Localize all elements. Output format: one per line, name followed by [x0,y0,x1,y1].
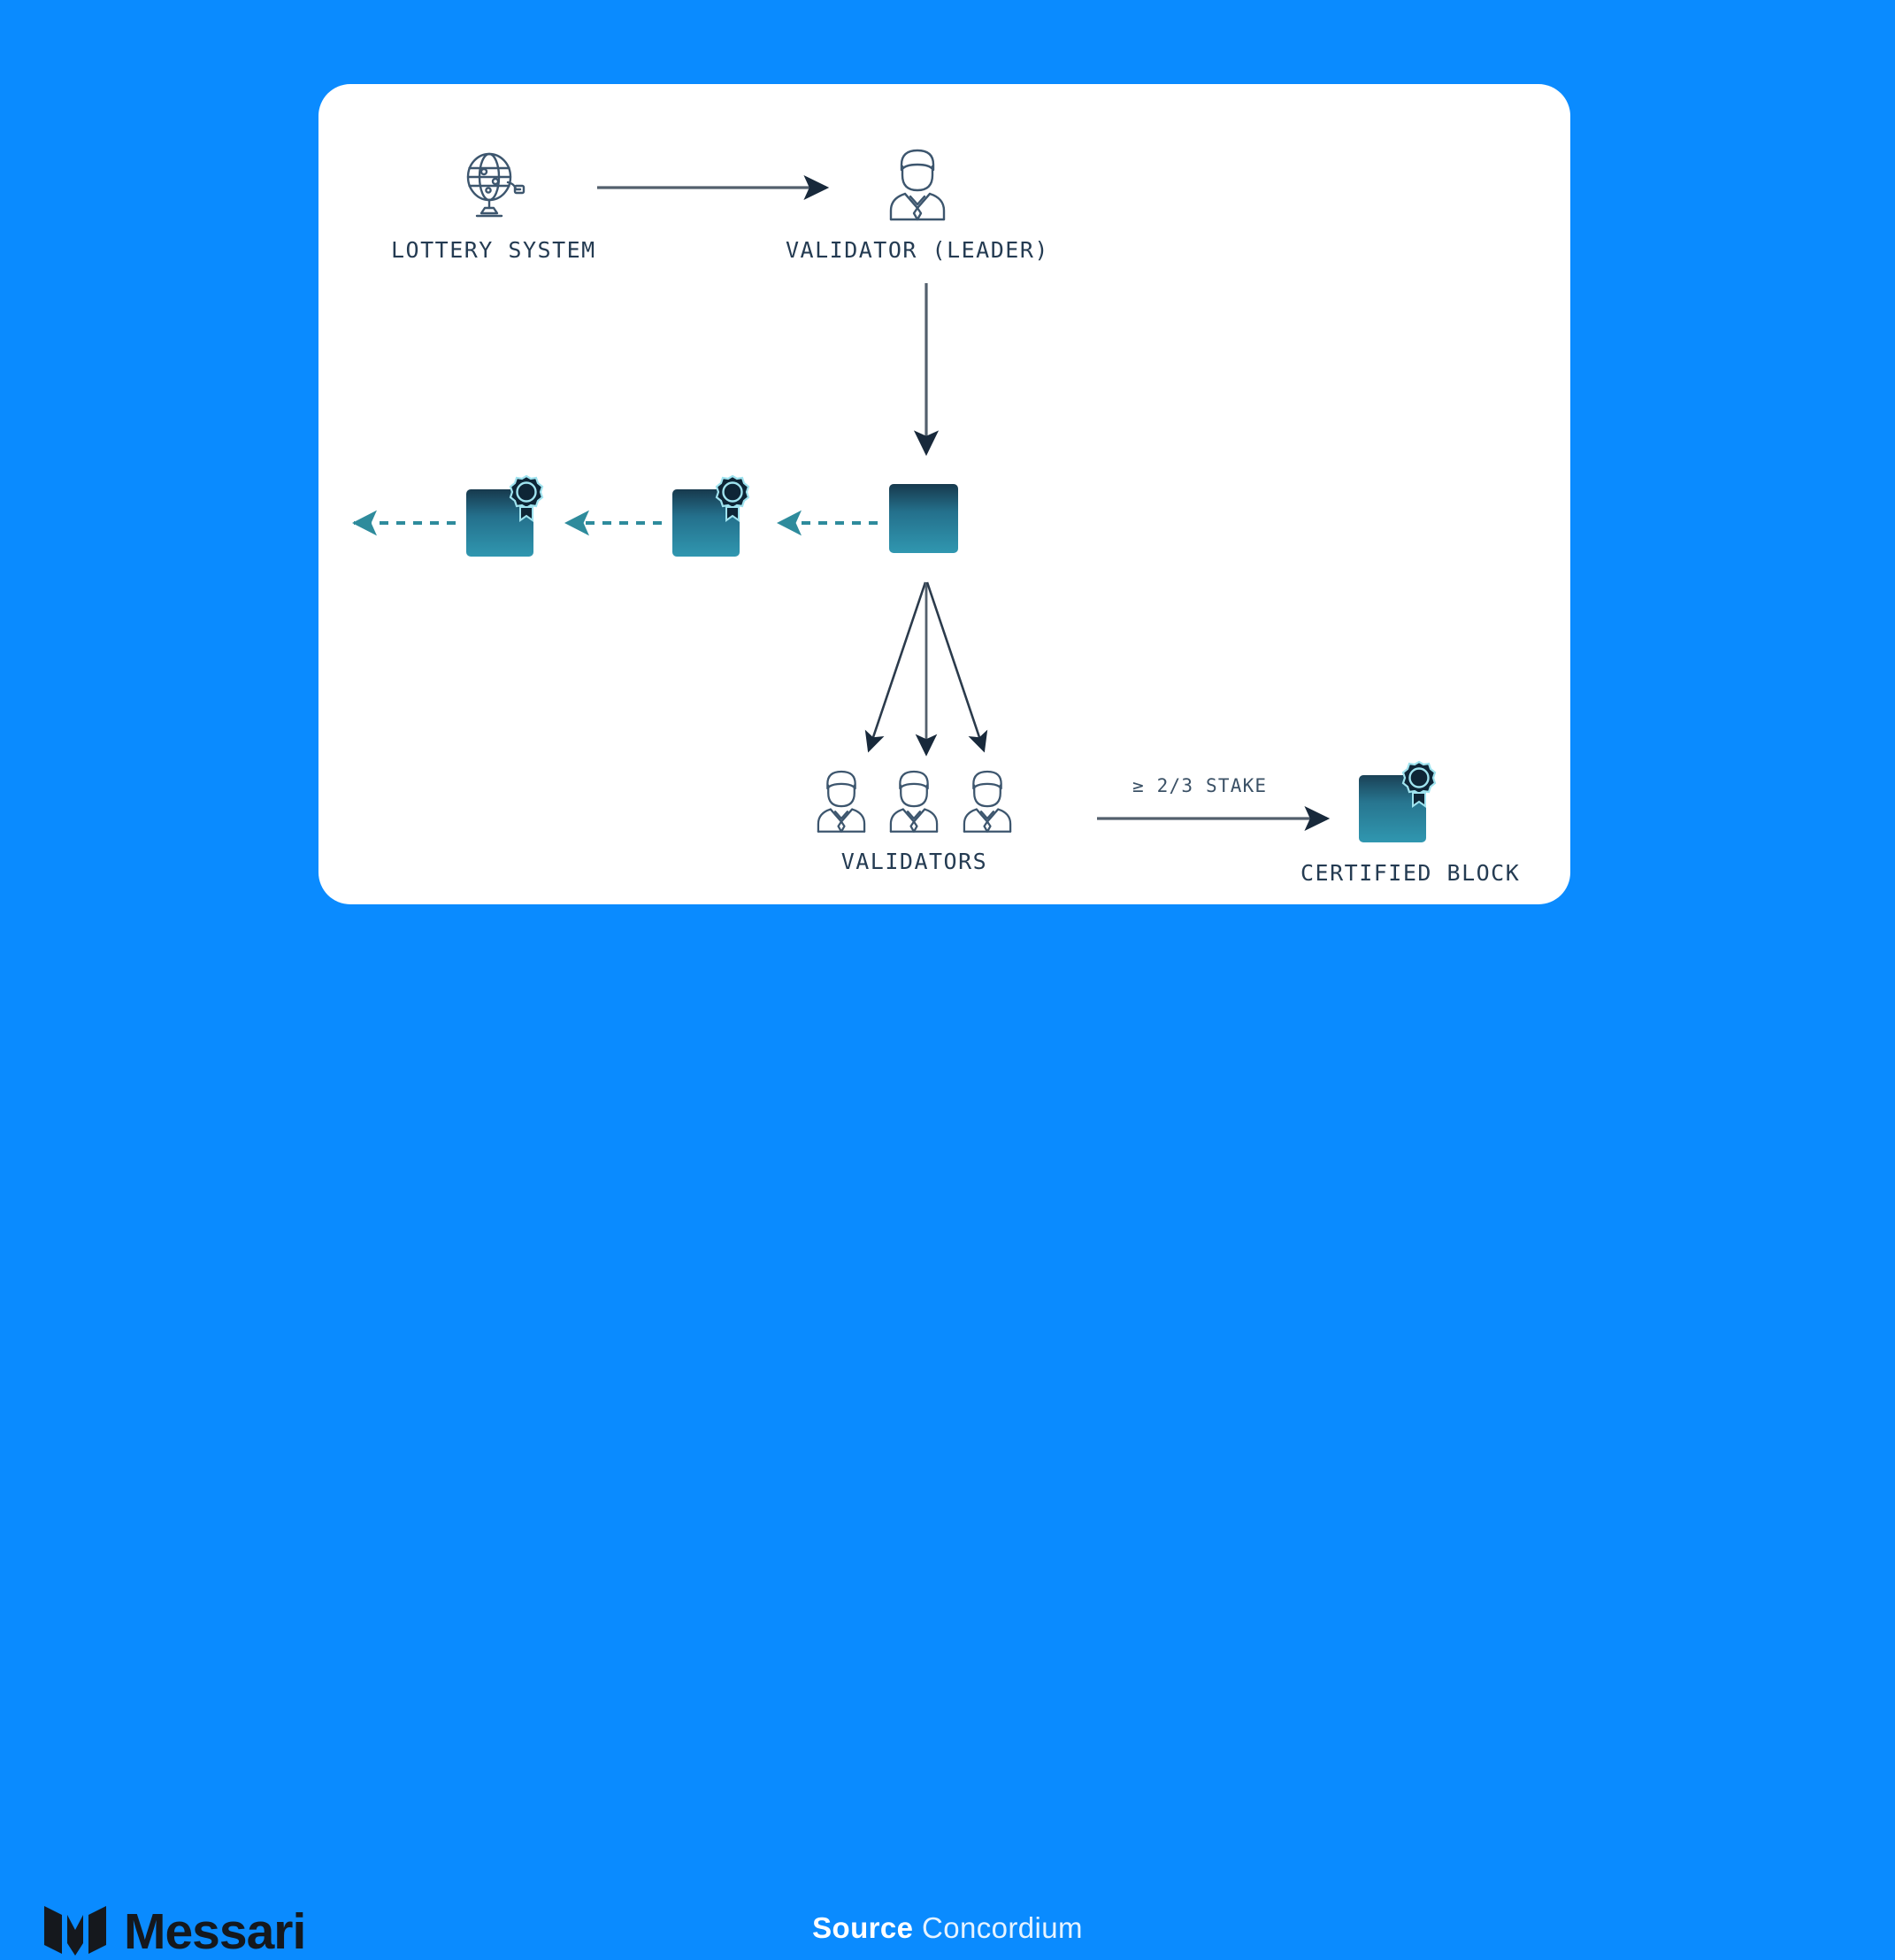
node-validator-leader: VALIDATOR (LEADER) [786,143,1049,263]
source-label: Source [812,1911,914,1944]
block-with-badge-icon [1357,759,1463,848]
certificate-badge-icon [509,474,544,522]
footer: Messari Source Concordium [0,938,1895,1957]
three-people-icon [807,765,1022,836]
block-proposed [887,480,967,570]
lottery-ball-machine-icon [456,149,532,225]
node-validator-leader-label: VALIDATOR (LEADER) [786,237,1049,263]
block-certified-2 [671,473,777,577]
stake-threshold-label: ≥ 2/3 STAKE [1132,775,1268,796]
person-suit-icon [963,770,1012,833]
person-suit-icon [890,770,939,833]
node-certified-block-label: CERTIFIED BLOCK [1300,860,1521,886]
node-validators-label: VALIDATORS [840,849,988,874]
certificate-badge-icon [1401,760,1437,808]
node-lottery-system: LOTTERY SYSTEM [391,149,596,263]
certificate-badge-icon [715,474,750,522]
person-suit-icon [817,770,866,833]
source-attribution: Source Concordium [0,1911,1895,1945]
node-validators: VALIDATORS [807,765,1022,874]
page-background: ≥ 2/3 STAKE [0,84,1895,1957]
node-certified-block: CERTIFIED BLOCK [1300,759,1520,886]
source-value: Concordium [921,1911,1083,1944]
person-suit-icon [880,143,955,225]
block-certified-1 [464,473,571,577]
node-lottery-system-label: LOTTERY SYSTEM [391,237,596,263]
